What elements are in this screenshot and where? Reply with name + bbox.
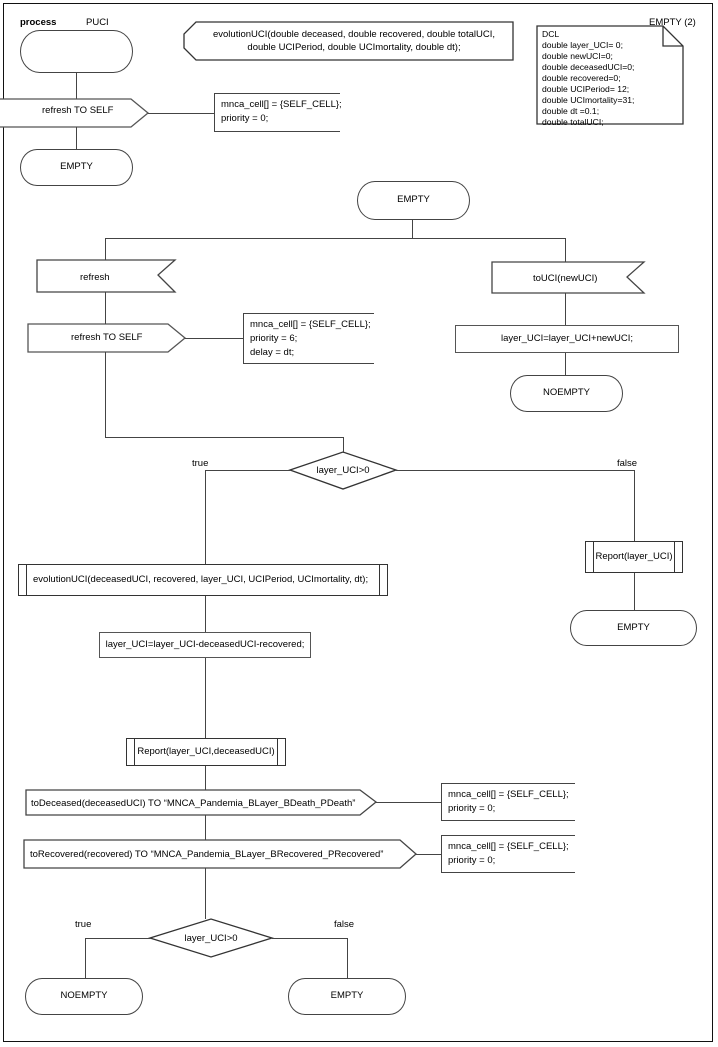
proc-bar-right (276, 739, 278, 765)
branch-join-line (105, 437, 344, 439)
connector (343, 437, 345, 453)
comment-connector (416, 854, 441, 856)
output-todeceased-label: toDeceased(deceasedUCI) TO “MNCA_Pandemi… (31, 798, 356, 809)
proc-bar-left (593, 542, 595, 572)
input-touci-label: toUCI(newUCI) (533, 273, 598, 284)
connector (634, 573, 636, 610)
connector (85, 938, 151, 940)
output-refresh-to-self-label: refresh TO SELF (71, 332, 143, 343)
process-keyword: process (20, 17, 57, 28)
decision-top-condition: layer_UCI>0 (316, 465, 370, 476)
procedure-call-report-layer-label: Report(layer_UCI) (595, 550, 673, 562)
page-frame (3, 3, 713, 1042)
state-empty-main: EMPTY (357, 181, 470, 220)
decision-bottom-true-label: true (75, 919, 92, 930)
connector (565, 293, 567, 325)
dcl-title: DCL (542, 29, 560, 39)
page-label: EMPTY (2) (649, 17, 696, 28)
comment-connector (185, 338, 243, 340)
state-empty-bottom: EMPTY (288, 978, 406, 1015)
procedure-decl-line1: evolutionUCI(double deceased, double rec… (212, 29, 495, 40)
state-empty-top: EMPTY (20, 149, 133, 186)
comment-start-branch: mnca_cell[] = {SELF_CELL}; priority = 0; (214, 93, 342, 132)
connector (205, 470, 207, 564)
comment-connector (376, 802, 441, 804)
connector (76, 73, 78, 99)
connector (105, 292, 107, 324)
output-refresh-to-self-top-label: refresh TO SELF (42, 105, 114, 116)
procedure-call-report-layer: Report(layer_UCI) (585, 541, 683, 573)
procedure-call-report-deceased-label: Report(layer_UCI,deceasedUCI) (137, 745, 275, 757)
branch-split-line (105, 238, 566, 240)
connector (205, 766, 207, 790)
connector (634, 470, 636, 541)
procedure-call-report-deceased: Report(layer_UCI,deceasedUCI) (126, 738, 286, 766)
connector (565, 353, 567, 375)
connector (205, 815, 207, 840)
connector (205, 658, 207, 738)
connector (412, 220, 414, 238)
connector (396, 470, 635, 472)
decision-bottom-condition: layer_UCI>0 (184, 933, 238, 944)
input-refresh-label: refresh (80, 272, 110, 283)
procedure-call-evolutionuci: evolutionUCI(deceasedUCI, recovered, lay… (18, 564, 388, 596)
procedure-call-evolutionuci-label: evolutionUCI(deceasedUCI, recovered, lay… (33, 573, 369, 585)
comment-todeceased: mnca_cell[] = {SELF_CELL}; priority = 0; (441, 783, 575, 821)
dcl-note-lines: double layer_UCI= 0; double newUCI=0; do… (542, 40, 635, 127)
process-name: PUCI (86, 17, 109, 28)
state-noempty-right: NOEMPTY (510, 375, 623, 412)
connector (76, 127, 78, 149)
proc-bar-right (673, 542, 675, 572)
proc-bar-left (134, 739, 136, 765)
output-torecovered-label: toRecovered(recovered) TO “MNCA_Pandemia… (30, 849, 384, 860)
state-empty-false: EMPTY (570, 610, 697, 646)
dcl-note-text: DCL (542, 29, 559, 40)
connector (205, 470, 291, 472)
connector (105, 352, 107, 438)
state-noempty-bottom: NOEMPTY (25, 978, 143, 1015)
connector (272, 938, 348, 940)
decision-top-true-label: true (192, 458, 209, 469)
comment-connector (148, 113, 214, 115)
procedure-decl-line2: double UCIPeriod, double UCImortality, d… (247, 42, 461, 53)
task-layer-uci-subtract: layer_UCI=layer_UCI-deceasedUCI-recovere… (99, 632, 311, 658)
connector (347, 938, 349, 978)
proc-bar-left (26, 565, 28, 595)
connector (85, 938, 87, 978)
connector (205, 596, 207, 632)
comment-torecovered: mnca_cell[] = {SELF_CELL}; priority = 0; (441, 835, 575, 873)
connector (205, 868, 207, 919)
connector (105, 238, 107, 260)
proc-bar-right (378, 565, 380, 595)
connector (565, 238, 567, 262)
comment-left-branch: mnca_cell[] = {SELF_CELL}; priority = 6;… (243, 313, 374, 364)
decision-top-false-label: false (617, 458, 638, 469)
start-state (20, 30, 133, 73)
decision-bottom-false-label: false (334, 919, 355, 930)
task-layer-uci-add: layer_UCI=layer_UCI+newUCI; (455, 325, 679, 353)
